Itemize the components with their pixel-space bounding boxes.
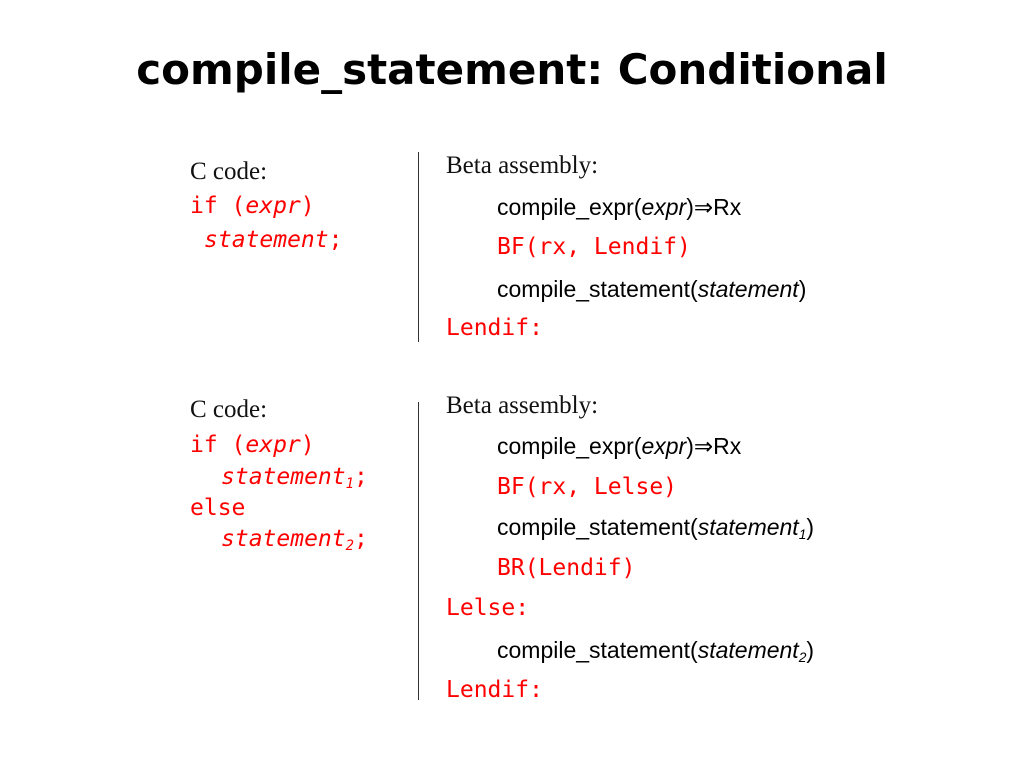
asm-lendif-label: Lendif: xyxy=(446,677,543,703)
fn-arg: statement xyxy=(697,514,799,540)
expr-text: expr xyxy=(245,432,301,458)
c-code-if-line: if (expr) xyxy=(190,190,315,222)
asm-lelse-label: Lelse: xyxy=(446,595,530,621)
slide-title: compile_statement: Conditional xyxy=(136,45,888,94)
semicolon: ; xyxy=(353,464,368,490)
subscript: 1 xyxy=(345,476,354,492)
column-divider xyxy=(418,152,419,342)
fn-result: )⇒Rx xyxy=(686,433,742,459)
beta-assembly-label: Beta assembly: xyxy=(446,392,599,419)
statement-text: statement xyxy=(221,464,346,490)
expr-text: expr xyxy=(245,193,301,219)
c-code-statement1-line: statement1; xyxy=(221,461,368,500)
statement-text: statement xyxy=(221,526,346,552)
close-paren: ) xyxy=(300,193,315,219)
close-paren: ) xyxy=(806,514,815,540)
subscript: 2 xyxy=(345,538,354,554)
fn-name: compile_expr( xyxy=(497,194,642,220)
subscript: 2 xyxy=(798,650,807,665)
if-keyword: if ( xyxy=(190,432,246,458)
beta-assembly-label: Beta assembly: xyxy=(446,152,599,179)
asm-compile-expr-line: compile_expr(expr)⇒Rx xyxy=(497,430,741,462)
asm-compile-statement-line: compile_statement(statement) xyxy=(497,273,806,305)
statement-text: statement xyxy=(204,227,329,253)
semicolon: ; xyxy=(353,526,368,552)
asm-br-line: BR(Lendif) xyxy=(497,555,636,581)
asm-bf-line: BF(rx, Lendif) xyxy=(497,234,691,260)
c-code-label: C code: xyxy=(190,158,268,185)
asm-compile-expr-line: compile_expr(expr)⇒Rx xyxy=(497,191,741,223)
fn-arg: expr xyxy=(641,433,687,459)
column-divider xyxy=(418,402,419,700)
fn-arg: statement xyxy=(697,637,799,663)
asm-lendif-label: Lendif: xyxy=(446,315,543,341)
c-code-label: C code: xyxy=(190,396,268,423)
asm-compile-statement1-line: compile_statement(statement1) xyxy=(497,511,814,551)
fn-result: )⇒Rx xyxy=(686,194,742,220)
if-keyword: if ( xyxy=(190,193,246,219)
c-code-statement-line: statement; xyxy=(204,224,342,256)
asm-compile-statement2-line: compile_statement(statement2) xyxy=(497,634,814,674)
close-paren: ) xyxy=(798,276,807,302)
fn-name: compile_statement( xyxy=(497,276,698,302)
semicolon: ; xyxy=(328,227,343,253)
c-code-statement2-line: statement2; xyxy=(221,523,368,562)
c-code-if-line: if (expr) xyxy=(190,429,315,461)
close-paren: ) xyxy=(300,432,315,458)
fn-name: compile_expr( xyxy=(497,433,642,459)
fn-name: compile_statement( xyxy=(497,637,698,663)
asm-bf-line: BF(rx, Lelse) xyxy=(497,474,678,500)
fn-arg: statement xyxy=(697,276,799,302)
c-code-else-line: else xyxy=(190,495,246,521)
fn-arg: expr xyxy=(641,194,687,220)
subscript: 1 xyxy=(798,527,807,542)
close-paren: ) xyxy=(806,637,815,663)
fn-name: compile_statement( xyxy=(497,514,698,540)
